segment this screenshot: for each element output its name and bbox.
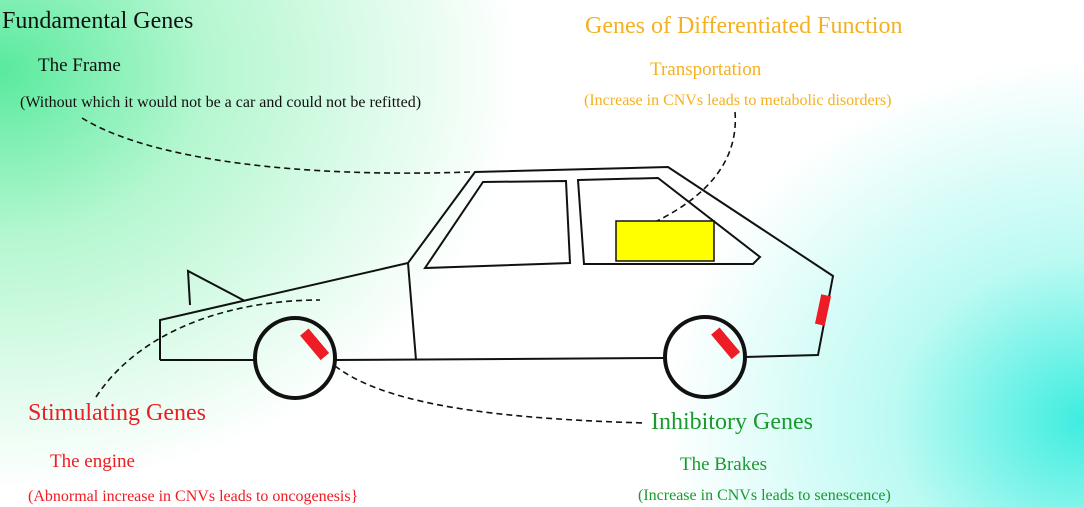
inhibitory-note: (Increase in CNVs leads to senescence) — [638, 487, 891, 504]
brake-mark-wheel — [711, 327, 741, 360]
stimulating-title: Stimulating Genes — [28, 400, 206, 426]
differentiated-note: (Increase in CNVs leads to metabolic dis… — [584, 92, 892, 109]
differentiated-title: Genes of Differentiated Function — [585, 13, 903, 39]
inhibitory-part: The Brakes — [680, 454, 768, 475]
car-body-outline — [159, 165, 835, 361]
engine-mark — [300, 328, 330, 361]
car-spoiler — [186, 269, 246, 306]
stimulating-note: (Abnormal increase in CNVs leads to onco… — [28, 488, 359, 505]
car-door-line — [407, 262, 417, 361]
front-wheel — [663, 315, 747, 399]
connector-engine — [95, 299, 321, 398]
inhibitory-title: Inhibitory Genes — [651, 409, 813, 435]
stimulating-part: The engine — [50, 451, 135, 472]
differentiated-part: Transportation — [650, 59, 762, 80]
car-front-window — [576, 176, 762, 265]
car-rear-window — [423, 179, 572, 270]
fundamental-title: Fundamental Genes — [2, 8, 194, 34]
brake-mark-rear — [814, 294, 832, 326]
rear-wheel — [253, 316, 337, 400]
fundamental-note: (Without which it would not be a car and… — [20, 94, 422, 111]
cargo-box — [615, 220, 715, 262]
connector-frame — [81, 117, 471, 174]
connector-brakes — [334, 365, 646, 424]
fundamental-part: The Frame — [38, 55, 121, 76]
connector-transportation — [654, 111, 737, 223]
